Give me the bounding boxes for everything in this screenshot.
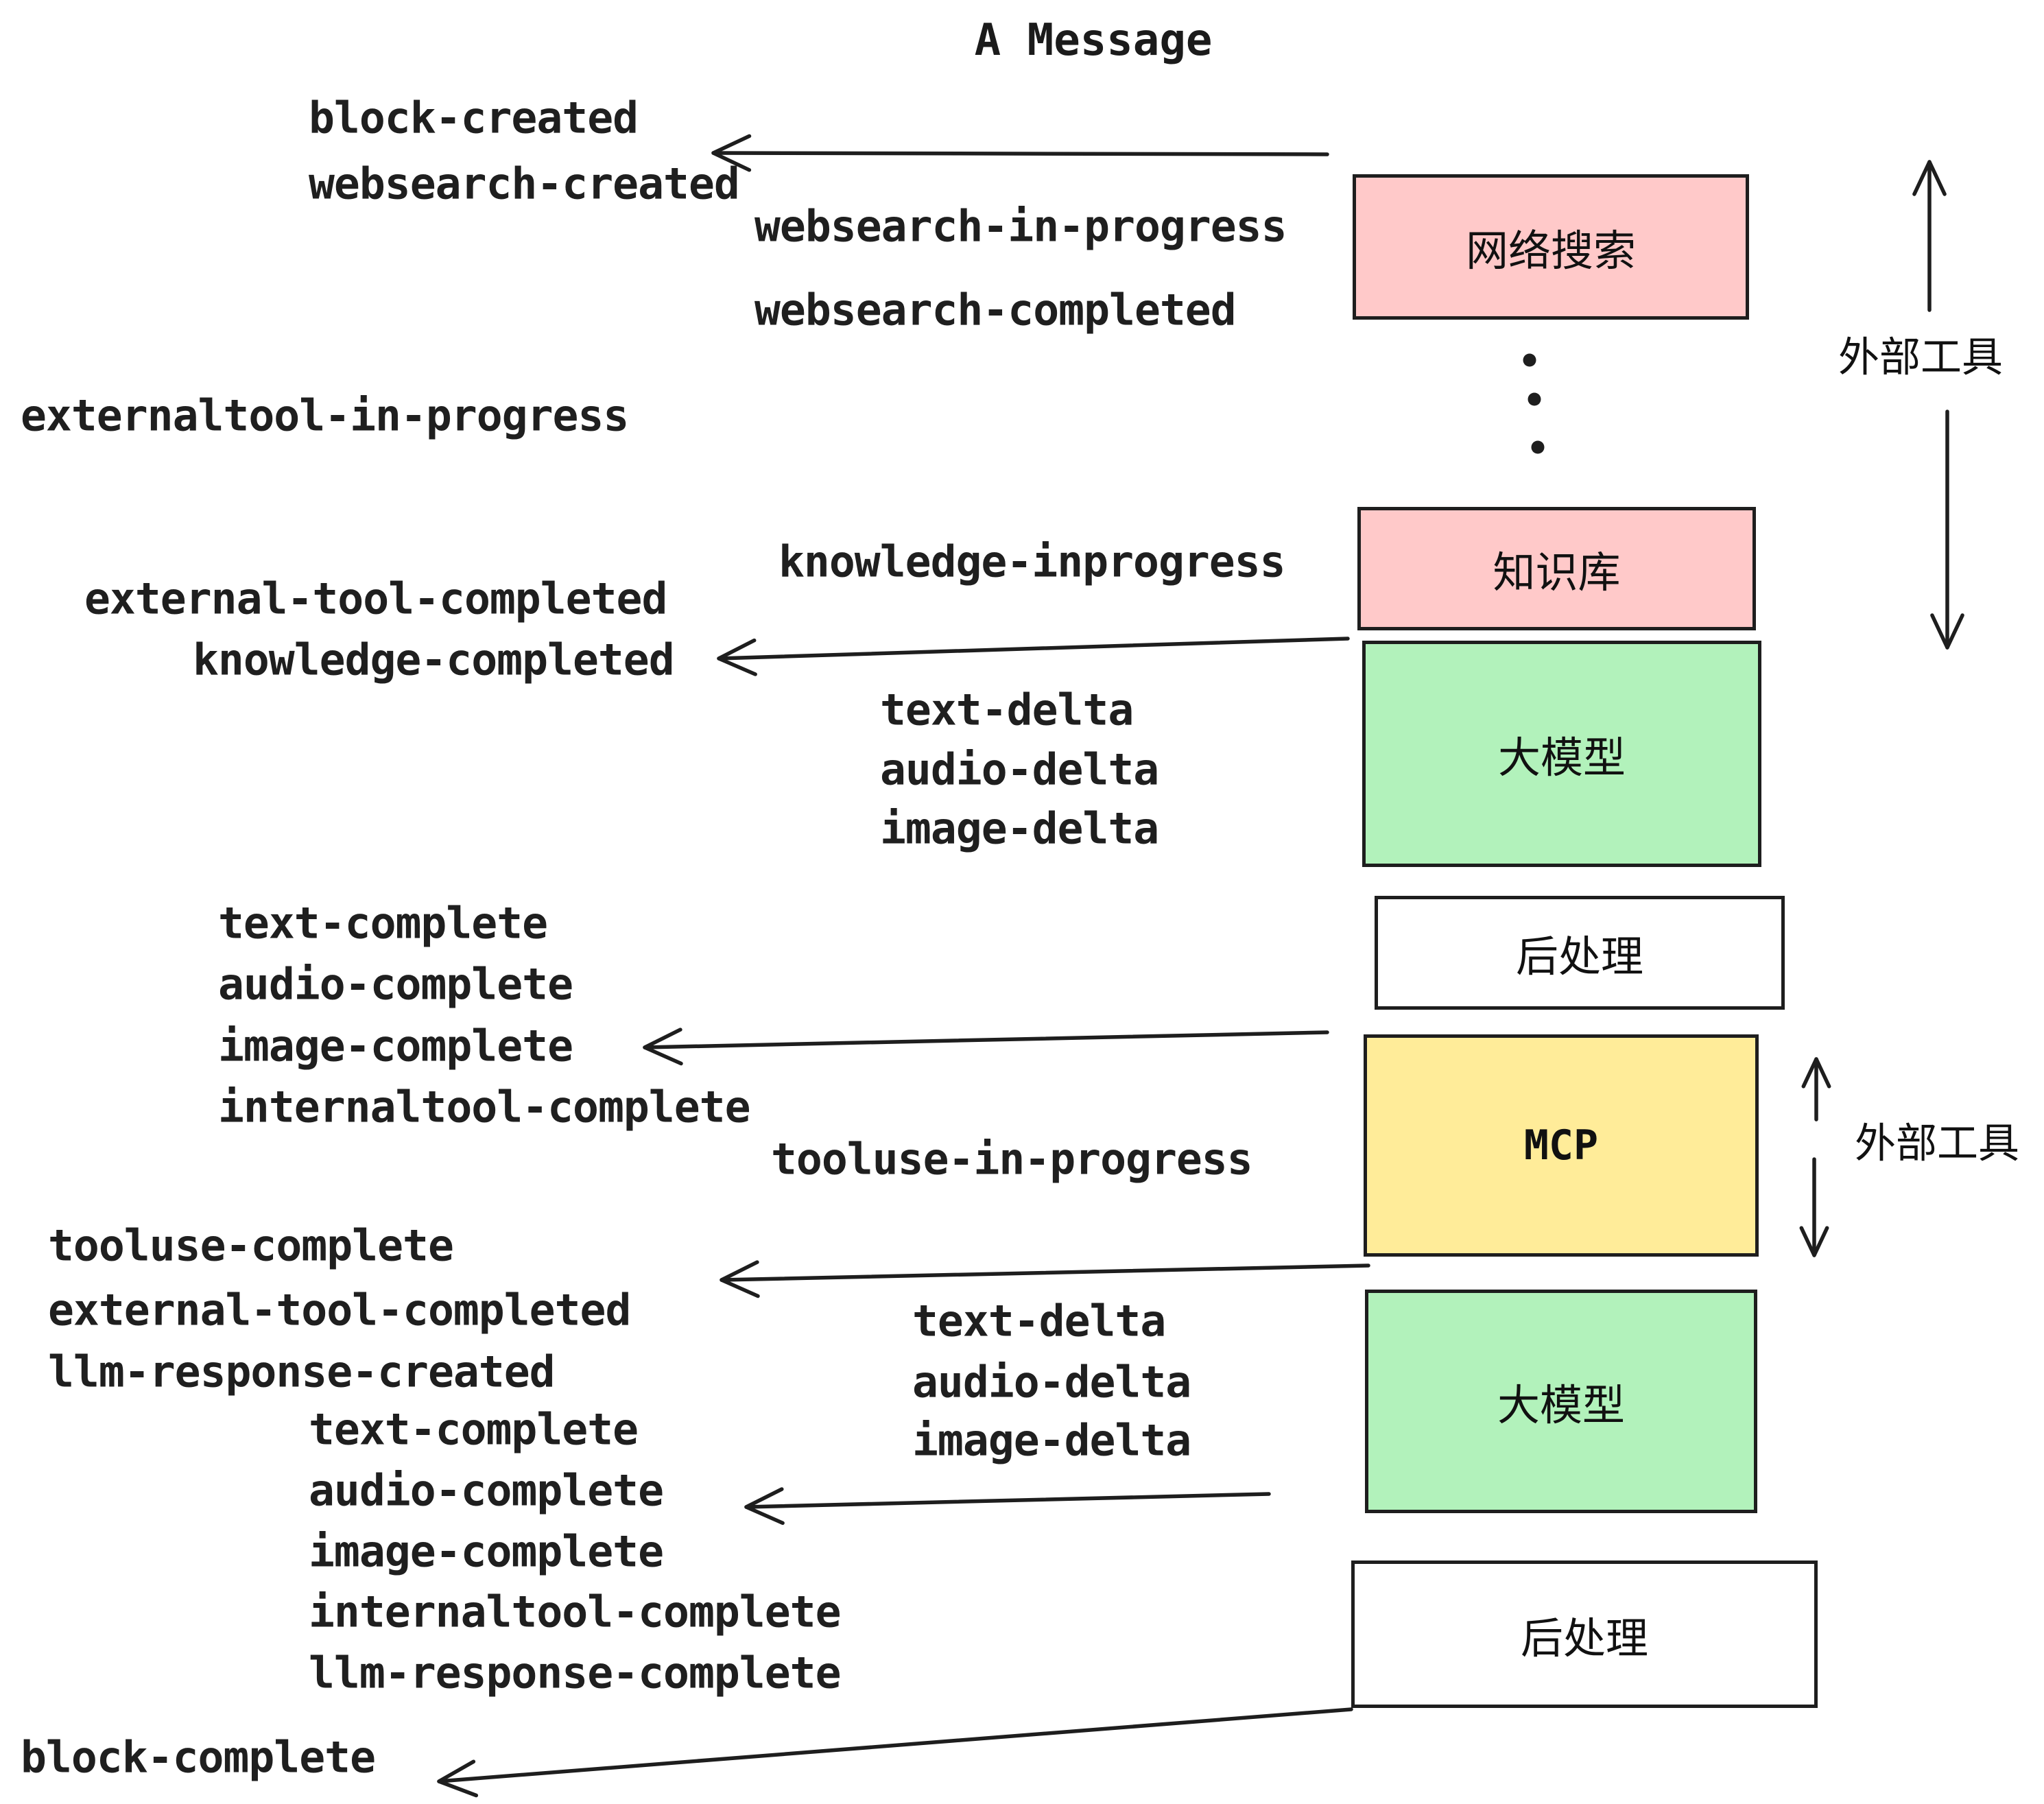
label-image-complete-1: image-complete	[218, 1021, 573, 1071]
ellipsis-dot-2	[1528, 392, 1541, 406]
ellipsis-dot-1	[1523, 353, 1536, 367]
label-image-complete-2: image-complete	[309, 1526, 664, 1577]
arrow-to-knowledge-completed	[717, 637, 1350, 676]
label-text-delta-2: text-delta	[912, 1296, 1166, 1346]
arrow-to-audio-complete	[744, 1487, 1271, 1526]
external-tools-up-arrow-2	[1801, 1057, 1831, 1121]
label-internaltool-complete-1: internaltool-complete	[218, 1082, 751, 1132]
external-tools-down-arrow-1	[1930, 410, 1964, 650]
label-external-tool-completed-2: external-tool-completed	[48, 1285, 631, 1336]
external-tools-label-2: 外部工具	[1855, 1119, 2019, 1168]
post-process-box-1: 后处理	[1375, 896, 1785, 1010]
label-image-delta-1: image-delta	[880, 803, 1159, 854]
label-external-tool-completed-1: external-tool-completed	[84, 573, 667, 624]
external-tools-up-arrow-1	[1912, 160, 1947, 312]
knowledge-base-box: 知识库	[1357, 507, 1756, 630]
diagram-title: A Message	[974, 15, 1213, 66]
label-llm-response-created: llm-response-created	[48, 1346, 556, 1397]
label-internaltool-complete-2: internaltool-complete	[309, 1587, 842, 1637]
arrow-to-tooluse-complete	[720, 1260, 1370, 1298]
mcp-box: MCP	[1364, 1034, 1759, 1257]
label-websearch-created: websearch-created	[309, 158, 740, 209]
label-text-complete-2: text-complete	[309, 1404, 639, 1455]
label-knowledge-completed: knowledge-completed	[193, 634, 675, 685]
label-audio-complete-1: audio-complete	[218, 959, 573, 1010]
llm-box-2: 大模型	[1365, 1290, 1757, 1513]
label-block-complete: block-complete	[21, 1732, 376, 1783]
label-text-complete-1: text-complete	[218, 898, 548, 949]
label-block-created: block-created	[309, 93, 639, 143]
ellipsis-dot-3	[1531, 440, 1545, 454]
label-tooluse-complete: tooluse-complete	[48, 1220, 454, 1271]
label-audio-delta-1: audio-delta	[880, 744, 1159, 795]
external-tools-label-1: 外部工具	[1838, 333, 2003, 382]
label-image-delta-2: image-delta	[912, 1415, 1191, 1466]
label-audio-complete-2: audio-complete	[309, 1465, 664, 1516]
label-websearch-completed: websearch-completed	[754, 285, 1237, 335]
label-knowledge-inprogress: knowledge-inprogress	[779, 536, 1286, 587]
label-llm-response-complete: llm-response-complete	[309, 1648, 842, 1698]
post-process-box-2: 后处理	[1351, 1560, 1818, 1708]
arrow-to-websearch-created	[711, 134, 1329, 172]
label-websearch-in-progress: websearch-in-progress	[754, 201, 1287, 252]
web-search-box: 网络搜索	[1353, 174, 1749, 320]
label-text-delta-1: text-delta	[880, 685, 1134, 735]
llm-box-1: 大模型	[1362, 641, 1761, 867]
external-tools-down-arrow-2	[1799, 1157, 1829, 1257]
label-audio-delta-2: audio-delta	[912, 1357, 1191, 1408]
label-externaltool-in-progress: externaltool-in-progress	[21, 390, 629, 441]
arrow-to-image-complete	[643, 1028, 1329, 1066]
label-tooluse-in-progress: tooluse-in-progress	[771, 1134, 1253, 1185]
arrow-to-block-complete	[437, 1707, 1353, 1798]
